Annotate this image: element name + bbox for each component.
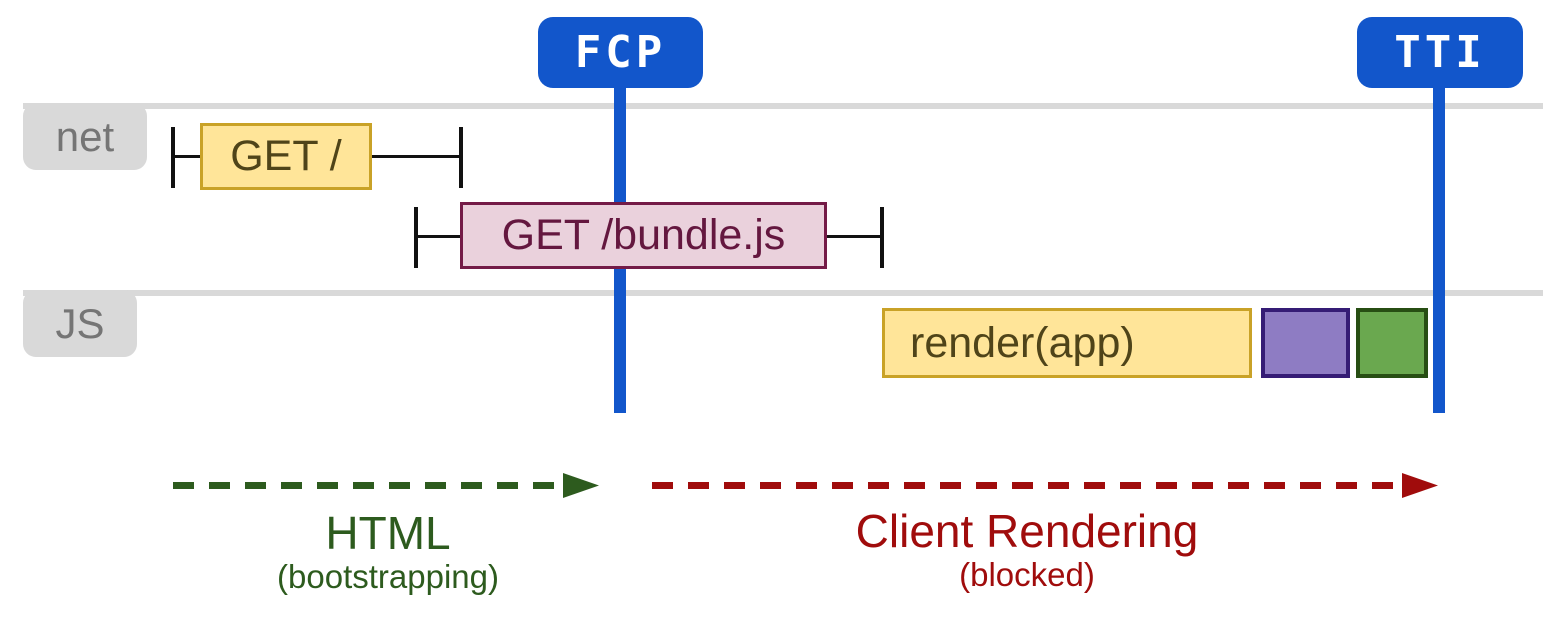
js-lane-label-text: JS (55, 299, 105, 347)
get-root-end-tick (459, 127, 463, 188)
client-rendering-phase-arrow (650, 470, 1440, 501)
get-root-start-tick (171, 127, 175, 188)
render-app-task-box: render(app) (882, 308, 1252, 378)
client-rendering-phase-label: Client Rendering (855, 505, 1199, 557)
html-phase-arrow (171, 470, 601, 501)
html-phase-sublabel: (bootstrapping) (277, 558, 499, 595)
js-task-green (1356, 308, 1428, 378)
get-root-task-label: GET / (230, 132, 342, 180)
get-bundle-end-tick (880, 207, 884, 268)
get-bundle-task-box: GET /bundle.js (460, 202, 827, 269)
fcp-badge: FCP (538, 17, 703, 88)
js-task-purple (1261, 308, 1350, 378)
html-phase-label: HTML (325, 507, 451, 559)
client-rendering-phase-sublabel: (blocked) (959, 556, 1095, 593)
get-root-request: GET / (171, 123, 463, 190)
get-root-task-box: GET / (200, 123, 372, 190)
js-lane-label: JS (23, 290, 137, 357)
get-root-right-whisker (372, 155, 459, 158)
net-lane-label: net (23, 103, 147, 170)
get-bundle-left-whisker (418, 235, 460, 238)
net-lane-line (23, 103, 1543, 109)
tti-badge: TTI (1357, 17, 1523, 88)
render-app-task-label: render(app) (910, 318, 1135, 367)
get-root-left-whisker (175, 155, 200, 158)
tti-marker-line (1433, 85, 1445, 413)
get-bundle-request: GET /bundle.js (414, 202, 884, 269)
get-bundle-start-tick (414, 207, 418, 268)
js-lane-line (23, 290, 1543, 296)
get-bundle-task-label: GET /bundle.js (501, 211, 786, 259)
tti-badge-label: TTI (1394, 27, 1486, 78)
get-bundle-right-whisker (827, 235, 880, 238)
net-lane-label-text: net (55, 112, 115, 160)
fcp-badge-label: FCP (574, 27, 667, 78)
